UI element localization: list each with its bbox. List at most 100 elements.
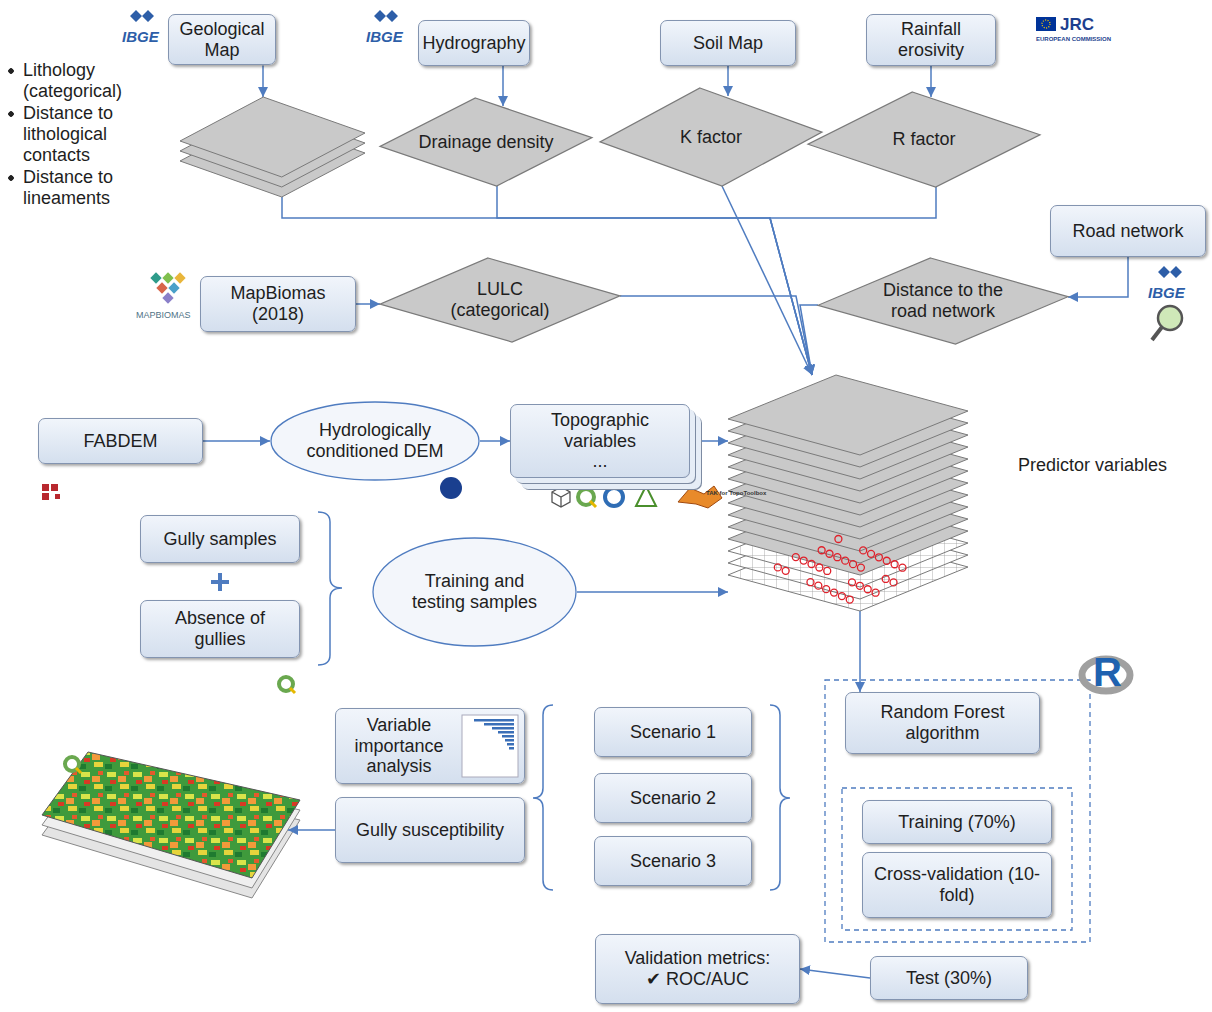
sample-point [808,561,815,568]
node-text: MapBiomas (2018) [209,283,347,324]
decoration-part [76,768,81,773]
flow-arrow [480,440,510,442]
decoration-part [636,486,656,506]
sample-point [856,582,863,589]
sample-point [774,564,781,571]
node-text: Scenario 1 [630,722,716,743]
decoration-part [1036,17,1056,31]
process-box: Gully susceptibility [335,797,525,863]
node-text: Road network [1072,221,1183,242]
flow-arrow [356,303,380,305]
dashed-group-box [825,680,1090,942]
globe-icon [440,477,462,499]
process-ellipse: Hydrologically conditioned DEM [270,401,480,481]
sample-point [826,550,833,557]
node-text: Test (30%) [906,968,992,989]
logo-text: R [1093,650,1122,695]
decoration-part [1152,327,1162,340]
sample-point [875,554,882,561]
sample-point [818,547,825,554]
decoration-part [842,788,1072,930]
flow-arrow [282,197,812,375]
node-text: Absence of gullies [149,608,291,649]
decoration-part [290,688,295,693]
node-text: K factor [680,127,742,148]
flow-arrow [1068,257,1128,297]
eu-flag-icon [1036,17,1056,31]
node-text: LULC (categorical) [440,279,560,320]
bracket [318,512,790,890]
plus-sign [211,573,229,591]
chart-frame [462,715,518,777]
sample-point [823,586,830,593]
layer-outline [600,88,822,186]
process-box: Validation metrics:✔ ROC/AUC [595,934,800,1004]
node-text: Soil Map [693,33,763,54]
decoration-part [1042,20,1050,28]
decoration-part [590,501,596,507]
decoration-part [130,10,154,22]
decoration-part [605,488,623,506]
mapbiomas-icon [150,272,185,303]
flow-arrow [859,611,861,692]
decoration-part [1158,266,1182,278]
process-box: Random Forest algorithm [845,692,1040,754]
decoration-part [174,272,185,283]
node-text: Rainfall erosivity [875,19,987,60]
sample-point [838,593,845,600]
flow-arrow [727,66,729,96]
ellipse-outline [271,402,479,480]
sample-point [835,536,842,543]
node-text: Hydrologically conditioned DEM [304,420,447,461]
node-text: Distance to lineaments [7,167,172,208]
data-layer: Distance to the road network [818,258,1068,344]
node-text: Validation metrics: [625,948,771,969]
decoration-part [533,705,553,890]
node-text: Hydrography [422,33,525,54]
node-text: Training and testing samples [405,571,544,612]
decoration-part [1158,306,1182,330]
decoration-part [150,272,161,283]
node-text: Distance to the road network [868,280,1018,321]
flow-arrow [930,66,932,97]
fabdem-icon [42,484,60,500]
process-box: Gully samples [140,515,300,563]
process-box: Training (70%) [862,800,1052,844]
flow-arrow [577,591,728,593]
layer-stack: Predictor variables [728,375,1208,611]
process-ellipse: Training and testing samples [372,537,577,647]
sample-point [860,547,867,554]
node-text: Gully susceptibility [356,820,504,841]
decoration-part [552,487,570,507]
data-layer: R factor [808,92,1040,187]
decoration-part [42,752,300,878]
data-layer: Drainage density [380,98,592,186]
flow-arrow [620,296,812,375]
decoration-part [55,494,60,499]
process-box: Road network [1050,205,1206,257]
node-text: Random Forest algorithm [854,702,1031,743]
qgis-icon [65,677,295,773]
sample-point [792,554,799,561]
process-box: MapBiomas (2018) [200,276,356,332]
sample-point [850,561,857,568]
node-text: Geological Map [177,19,267,60]
process-box: FABDEM [38,418,203,464]
logo-text: MAPBIOMAS [136,310,191,320]
sample-point [800,557,807,564]
process-box: Absence of gullies [140,600,300,658]
flow-arrow [690,440,728,442]
process-box: Test (30%) [870,956,1028,1000]
sample-point [857,564,864,571]
layer-stack: Lithology (categorical)Distance to litho… [5,60,390,210]
node-text: Gully samples [163,529,276,550]
sample-point [849,579,856,586]
node-text: Variable importance analysis [344,715,454,777]
process-box: Soil Map [660,20,796,66]
process-box: Topographic variables... [510,404,690,478]
node-text: Topographic variables [519,410,681,451]
decoration-part [156,282,167,293]
sample-point [842,557,849,564]
sample-point [816,564,823,571]
layer-stack-shape [180,97,365,197]
